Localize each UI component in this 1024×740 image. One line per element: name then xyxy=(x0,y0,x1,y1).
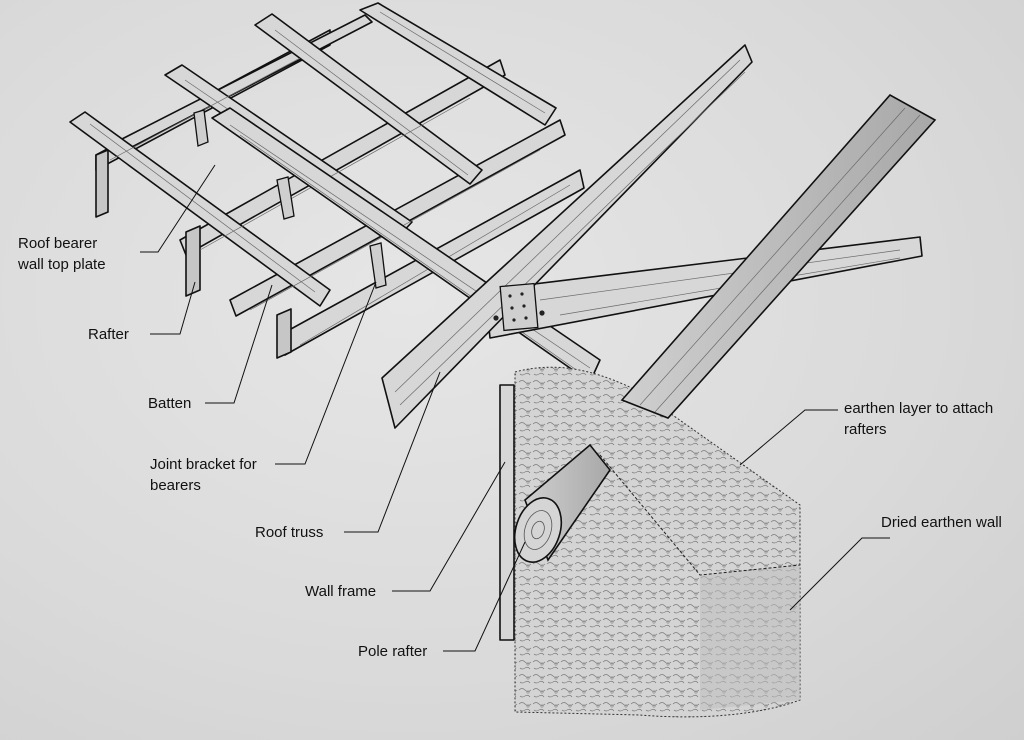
rafter-1 xyxy=(69,111,331,307)
bearer-end-1 xyxy=(95,149,109,218)
earthen-layer-edge xyxy=(599,454,801,576)
leader-joint-bracket xyxy=(275,281,377,465)
joint-bracket-1 xyxy=(193,109,209,147)
joint-bracket-2 xyxy=(276,176,295,220)
leader-pole-rafter xyxy=(443,541,526,652)
label-roof-bearer-line2: wall top plate xyxy=(18,256,106,273)
label-roof-truss: Roof truss xyxy=(255,524,324,541)
label-roof-bearer: Roof bearer wall top plate xyxy=(18,233,106,275)
leader-dried-wall xyxy=(789,537,890,611)
label-earthen-layer-line2: rafters xyxy=(844,421,887,438)
leader-batten xyxy=(205,284,273,404)
truss-gusset-plate xyxy=(499,282,539,332)
label-dried-earthen-wall: Dried earthen wall xyxy=(881,514,1002,531)
label-pole-rafter: Pole rafter xyxy=(358,643,428,660)
wall-frame-post xyxy=(499,384,515,641)
leader-rafter xyxy=(150,281,196,335)
label-joint-bracket-line1: Joint bracket for xyxy=(150,456,257,473)
leader-earthen-layer xyxy=(739,409,838,466)
label-joint-bracket-line2: bearers xyxy=(150,477,201,494)
pole-rafter-end xyxy=(513,497,563,563)
leader-wall-frame xyxy=(392,461,506,592)
joint-bracket-3 xyxy=(369,242,387,289)
label-batten: Batten xyxy=(148,395,192,412)
bearer-end-3 xyxy=(276,308,292,359)
rafter-3 xyxy=(254,13,483,185)
leader-roof-bearer xyxy=(140,164,216,253)
label-earthen-layer-line1: earthen layer to attach xyxy=(844,400,994,417)
label-wall-frame: Wall frame xyxy=(305,583,377,600)
roof-truss-main xyxy=(381,44,753,429)
leader-roof-truss xyxy=(344,371,441,533)
label-earthen-layer: earthen layer to attach rafters xyxy=(844,398,993,440)
leader-lines xyxy=(140,164,890,652)
label-rafter: Rafter xyxy=(88,326,129,343)
rafter-4 xyxy=(359,2,557,126)
label-roof-bearer-line1: Roof bearer xyxy=(18,235,98,252)
label-joint-bracket: Joint bracket for bearers xyxy=(150,454,257,496)
bearer-end-2 xyxy=(185,225,201,297)
